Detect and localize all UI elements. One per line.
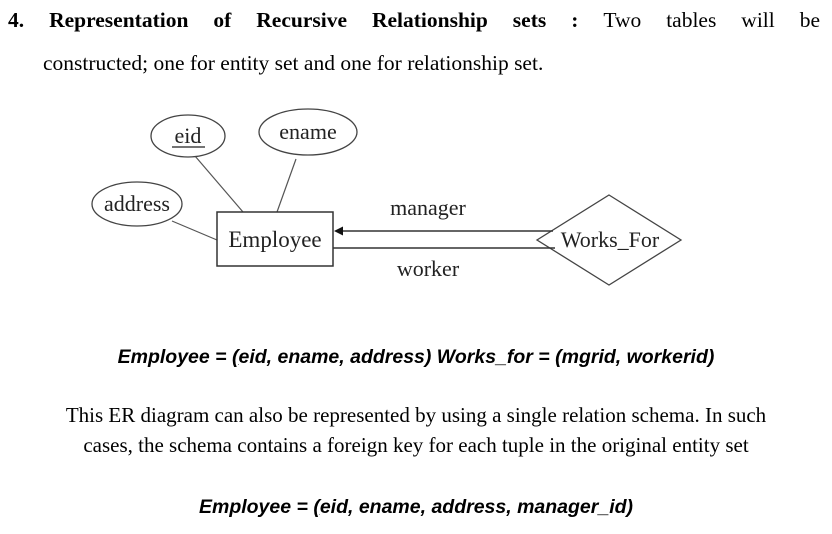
heading-continuation: constructed; one for entity set and one …	[43, 51, 544, 75]
heading-word: of	[213, 8, 232, 32]
eid-attribute	[150, 114, 226, 158]
schema-prefix: Employee =	[117, 346, 232, 368]
worker-role-label: worker	[397, 256, 460, 281]
er-diagram: eid ename address Employee Works_For man…	[91, 108, 683, 286]
works-for-label: Works_For	[561, 227, 660, 252]
manager-arrowhead	[334, 226, 343, 236]
heading-word: will	[741, 8, 775, 32]
schema-open-paren: (	[231, 346, 239, 368]
ename-connector	[276, 158, 297, 213]
heading-number: 4.	[8, 8, 25, 32]
paragraph-line: This ER diagram can also be represented …	[65, 403, 767, 427]
ename-attribute	[258, 108, 358, 156]
heading-word: Two	[603, 8, 642, 32]
address-connector	[171, 220, 218, 241]
schema-single-table: Employee = (eid, ename, address, manager…	[0, 496, 832, 519]
heading-word: Recursive	[256, 8, 347, 32]
manager-role-label: manager	[390, 195, 466, 220]
schema-open-paren: (	[313, 496, 320, 518]
schema-two-tables: Employee = (eid, ename, address) Works_f…	[0, 346, 832, 369]
address-label: address	[104, 191, 170, 216]
heading-word: Representation	[49, 8, 189, 32]
address-attribute	[91, 181, 183, 227]
works-for-relationship	[535, 194, 683, 286]
schema-attributes: eid, ename, address, manager_id)	[319, 496, 634, 518]
paragraph-line: cases, the schema contains a foreign key…	[83, 433, 749, 457]
schema-attributes: eid, ename, address) Works_for = (mgrid,…	[238, 346, 715, 368]
explanation-paragraph: This ER diagram can also be represented …	[0, 400, 832, 460]
ename-label: ename	[279, 119, 336, 144]
heading-colon: :	[571, 8, 579, 32]
employee-entity	[216, 211, 334, 267]
section-heading: 4. Representation of Recursive Relations…	[8, 6, 820, 34]
heading-word: Relationship	[371, 8, 488, 32]
heading-word: tables	[666, 8, 717, 32]
heading-word: be	[799, 8, 820, 32]
heading-word: sets	[512, 8, 547, 32]
schema-prefix: Employee =	[198, 496, 314, 518]
employee-entity-label: Employee	[228, 227, 321, 252]
eid-connector	[194, 155, 244, 213]
eid-label: eid	[175, 123, 202, 148]
